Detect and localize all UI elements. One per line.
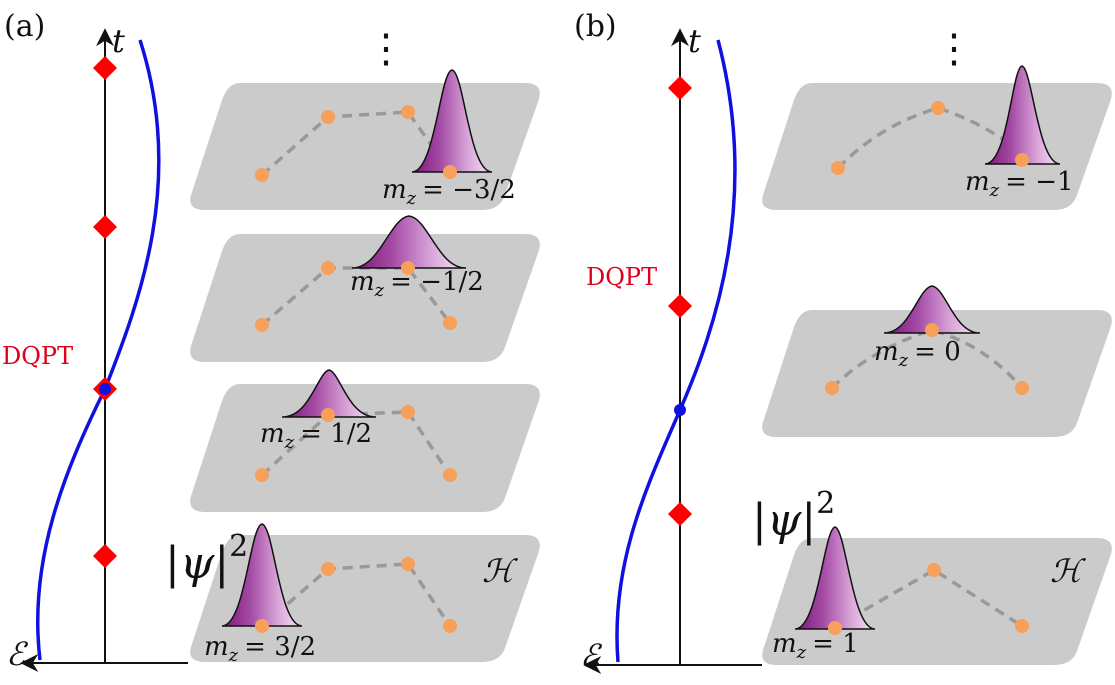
psi-squared-label-b: |ψ|2 [752,486,835,546]
mz-label-a-1: mz= −3/2 [382,175,516,209]
wavepacket-b-2 [883,285,981,334]
diamond-marker [93,544,117,568]
wavepacket-a-3 [281,369,377,418]
chain-b-3 [834,567,1023,629]
diamond-marker [93,56,117,80]
site [1015,381,1029,395]
dqpt-markers-b [668,76,692,526]
mz-label-a-4: mz= 3/2 [204,632,316,666]
energy-axis-label-b: ℰ [580,637,603,675]
panel-b-label: (b) [574,9,617,44]
chain-a-1 [260,110,452,177]
hilbert-space-label-a: ℋ [482,552,518,590]
sites-b [825,101,1029,633]
dqpt-label-a: DQPT [2,342,73,370]
plane-b-3 [762,538,1112,665]
site [321,110,335,124]
mz-label-b-2: mz= 0 [874,337,961,371]
energy-curve-b [615,39,737,663]
site [831,161,845,175]
mz-label-a-3: mz= 1/2 [260,419,372,453]
site [255,619,269,633]
energy-axis-label-a: ℰ [6,635,29,673]
site [321,261,335,275]
mz-label-b-1: mz= −1 [965,167,1074,201]
site [321,408,335,422]
sites-a [255,105,457,633]
panel-a-label: (a) [4,9,45,44]
plane-a-2 [190,234,540,362]
site [401,405,415,419]
chain-a-3 [260,410,452,477]
wavepacket-a-4 [221,523,303,627]
site [443,468,457,482]
site [931,101,945,115]
wavepacket-a-1 [411,69,493,173]
panel-b: (b) mz= −1 mz= 0 mz= 1 |ψ|2 ℋ ⋮ [574,9,1112,675]
site [825,381,839,395]
ellipsis-b: ⋮ [934,26,974,72]
psi-squared-label-a: |ψ|2 [165,529,248,589]
crossing-dot-b [674,404,686,416]
site [443,316,457,330]
site [255,168,269,182]
site [443,619,457,633]
site [401,105,415,119]
wavepacket-b-1 [984,65,1061,165]
mz-label-a-2: mz= −1/2 [350,267,484,301]
ellipsis-a: ⋮ [366,26,406,72]
hilbert-space-label-b: ℋ [1050,552,1086,590]
mz-label-b-3: mz= 1 [772,629,859,663]
site [927,563,941,577]
diamond-marker [668,294,692,318]
site [828,621,842,635]
chain-a-4 [260,562,452,628]
dqpt-label-b: DQPT [586,263,657,291]
chain-b-2 [830,328,1024,390]
site [443,165,457,179]
diamond-marker [93,215,117,239]
time-axis-label-a: t [112,22,125,60]
site [401,261,415,275]
plane-b-2 [762,310,1112,437]
site [1015,153,1029,167]
diamond-marker [668,76,692,100]
site [255,318,269,332]
panel-a: (a) [2,9,540,673]
site [401,557,415,571]
diamond-marker [668,502,692,526]
crossing-dot-a [99,383,111,395]
site [925,323,939,337]
time-axis-label-b: t [688,22,701,60]
site [1015,619,1029,633]
site [321,562,335,576]
wavepacket-a-2 [351,215,467,269]
wavepacket-b-3 [794,526,876,630]
site [255,468,269,482]
